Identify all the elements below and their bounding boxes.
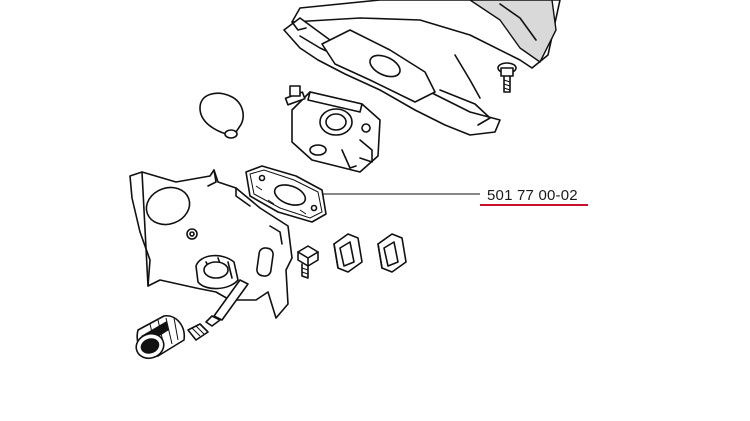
screw-top-right xyxy=(497,62,517,93)
carburetor xyxy=(284,85,381,173)
purge-bulb xyxy=(199,92,244,139)
rubber-grommet-left xyxy=(333,233,363,273)
upper-housing xyxy=(283,0,561,136)
carburetor-gasket xyxy=(245,165,327,223)
carburetor-plate xyxy=(129,169,293,319)
choke-assembly xyxy=(195,254,249,327)
spring xyxy=(187,323,209,341)
adjustment-knob xyxy=(135,315,186,360)
rubber-grommet-right xyxy=(377,233,407,273)
part-number-underline xyxy=(480,204,588,206)
part-number-label: 501 77 00-02 xyxy=(487,187,578,204)
screw-middle xyxy=(297,245,319,279)
